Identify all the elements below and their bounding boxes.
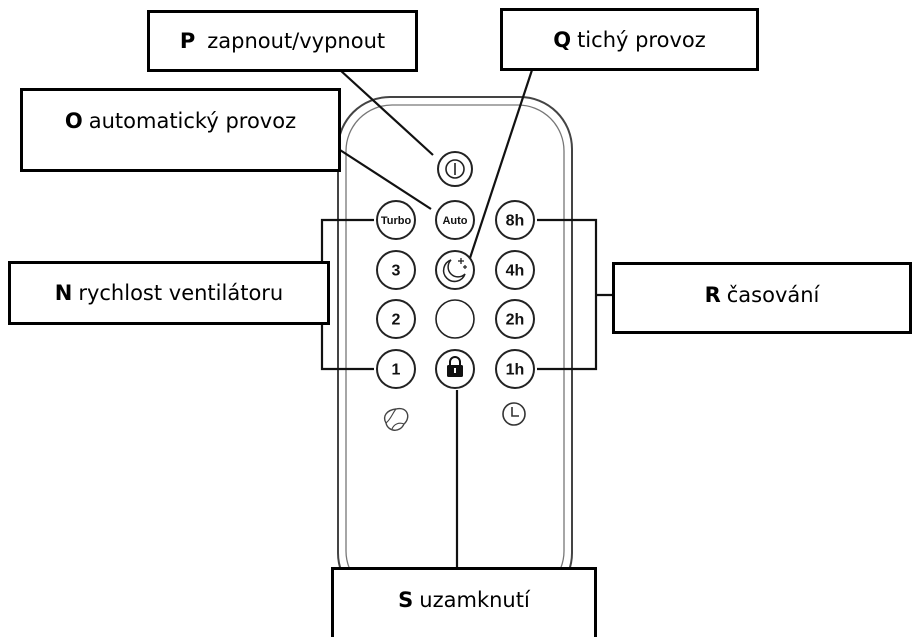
leader-o (339, 149, 432, 210)
callout-letter: O (64, 109, 83, 133)
speed-1-button[interactable]: 1 (376, 349, 416, 389)
timer-1h-button[interactable]: 1h (495, 349, 535, 389)
speed-3-button[interactable]: 3 (376, 250, 416, 290)
power-icon (445, 159, 465, 179)
callout-text: rychlost ventilátoru (78, 281, 284, 305)
speed-2-label: 2 (392, 312, 401, 329)
turbo-button[interactable]: Turbo (376, 200, 416, 240)
callout-letter: S (398, 588, 414, 612)
turbo-label: Turbo (381, 215, 412, 227)
blank-button[interactable] (435, 299, 475, 339)
power-button[interactable] (437, 151, 473, 187)
callout-text: uzamknutí (419, 588, 530, 612)
speed-2-button[interactable]: 2 (376, 299, 416, 339)
timer-4h-label: 4h (506, 263, 525, 280)
callout-letter: P (179, 29, 196, 53)
callout-text: časování (726, 283, 820, 307)
leader-p (339, 69, 434, 156)
leader-q (468, 69, 534, 259)
leader-lines (320, 69, 614, 569)
timer-8h-label: 8h (506, 213, 525, 230)
callout-text: automatický provoz (88, 109, 297, 133)
callout-text: zapnout/vypnout (207, 29, 386, 53)
fan-icon (383, 407, 409, 431)
night-mode-button[interactable] (435, 250, 475, 290)
night-mode-icon (442, 259, 466, 283)
timer-8h-button[interactable]: 8h (495, 200, 535, 240)
callout-letter: N (54, 281, 73, 305)
auto-button[interactable]: Auto (435, 200, 475, 240)
speed-3-label: 3 (392, 263, 401, 280)
timer-1h-label: 1h (506, 362, 525, 379)
callout-text: tichý provoz (577, 27, 706, 52)
callout-letter: R (704, 283, 721, 307)
timer-2h-button[interactable]: 2h (495, 299, 535, 339)
auto-label: Auto (442, 215, 467, 227)
callout-letter: Q (553, 27, 572, 52)
timer-4h-button[interactable]: 4h (495, 250, 535, 290)
lock-button[interactable] (435, 349, 475, 389)
speed-1-label: 1 (392, 362, 401, 379)
timer-2h-label: 2h (506, 312, 525, 329)
clock-icon (502, 402, 526, 426)
lock-icon (447, 356, 463, 377)
